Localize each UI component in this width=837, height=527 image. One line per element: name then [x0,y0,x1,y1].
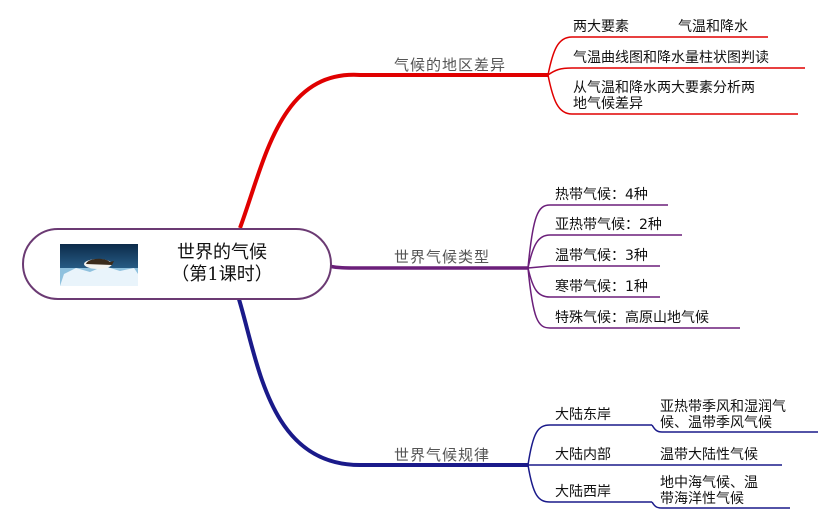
polar-bear-image [60,244,138,286]
topic-east-coast: 大陆东岸 [555,407,611,423]
topic-frigid: 寒带气候：1种 [555,279,648,295]
branch-climate-patterns: 世界气候规律 [394,446,491,464]
topic-east-coast-detail: 亚热带季风和湿润气 候、温带季风气候 [660,399,786,431]
topic-west-coast: 大陆西岸 [555,484,611,500]
sub-line-tropical [527,204,668,269]
branch-line-regional-differences [238,72,548,229]
sub-line-temperate [527,265,660,269]
sub-line-frigid [527,267,660,298]
detail-line-east-coast [651,424,818,433]
sub-line-subtropical [527,234,682,269]
topic-temperate: 温带气候：3种 [555,248,648,264]
topic-analysis: 从气温和降水两大要素分析两 地气候差异 [573,80,755,112]
detail-line-west-coast [651,501,790,509]
sub-line-two-elements [547,36,768,76]
topic-subtropical: 亚热带气候：2种 [555,217,662,233]
topic-chart-reading: 气温曲线图和降水量柱状图判读 [573,50,769,66]
topic-interior: 大陆内部 [555,447,611,463]
central-subtitle: （第1课时） [171,264,273,285]
topic-two-elements-detail: 气温和降水 [678,19,748,35]
central-title-block: 世界的气候 （第1课时） [162,242,282,286]
topic-tropical: 热带气候：4种 [555,187,648,203]
branch-climate-types: 世界气候类型 [394,248,491,266]
sub-line-west-coast [527,464,652,503]
sub-line-special [527,267,740,329]
topic-two-elements: 两大要素 [573,19,629,35]
sub-line-analysis [547,74,798,115]
sub-line-east-coast [527,424,652,466]
topic-special: 特殊气候：高原山地气候 [555,310,709,326]
sub-line-chart-reading [547,67,805,76]
branch-regional-differences: 气候的地区差异 [394,56,507,74]
central-title: 世界的气候 [177,242,267,263]
topic-west-coast-detail: 地中海气候、温 带海洋性气候 [660,475,758,507]
central-topic: 世界的气候 （第1课时） [22,228,332,300]
topic-interior-detail: 温带大陆性气候 [660,447,758,463]
branch-line-climate-patterns [236,295,528,467]
